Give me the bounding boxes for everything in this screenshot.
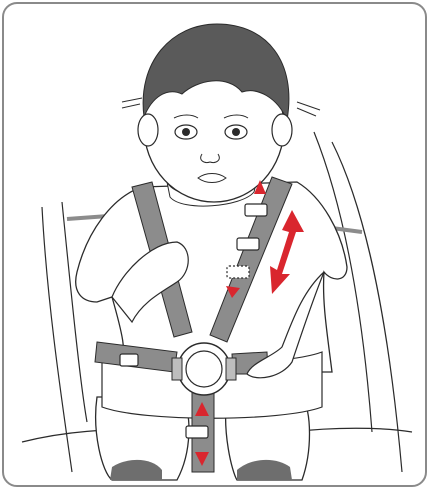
- slider-middle: [237, 238, 259, 250]
- slider-bottom: [227, 266, 249, 278]
- right-pupil: [232, 128, 240, 136]
- right-ear: [272, 114, 292, 146]
- waist-slider: [120, 354, 138, 366]
- left-pupil: [182, 128, 190, 136]
- slider-top: [245, 204, 267, 216]
- left-ear: [138, 114, 158, 146]
- crotch-slider: [186, 426, 208, 438]
